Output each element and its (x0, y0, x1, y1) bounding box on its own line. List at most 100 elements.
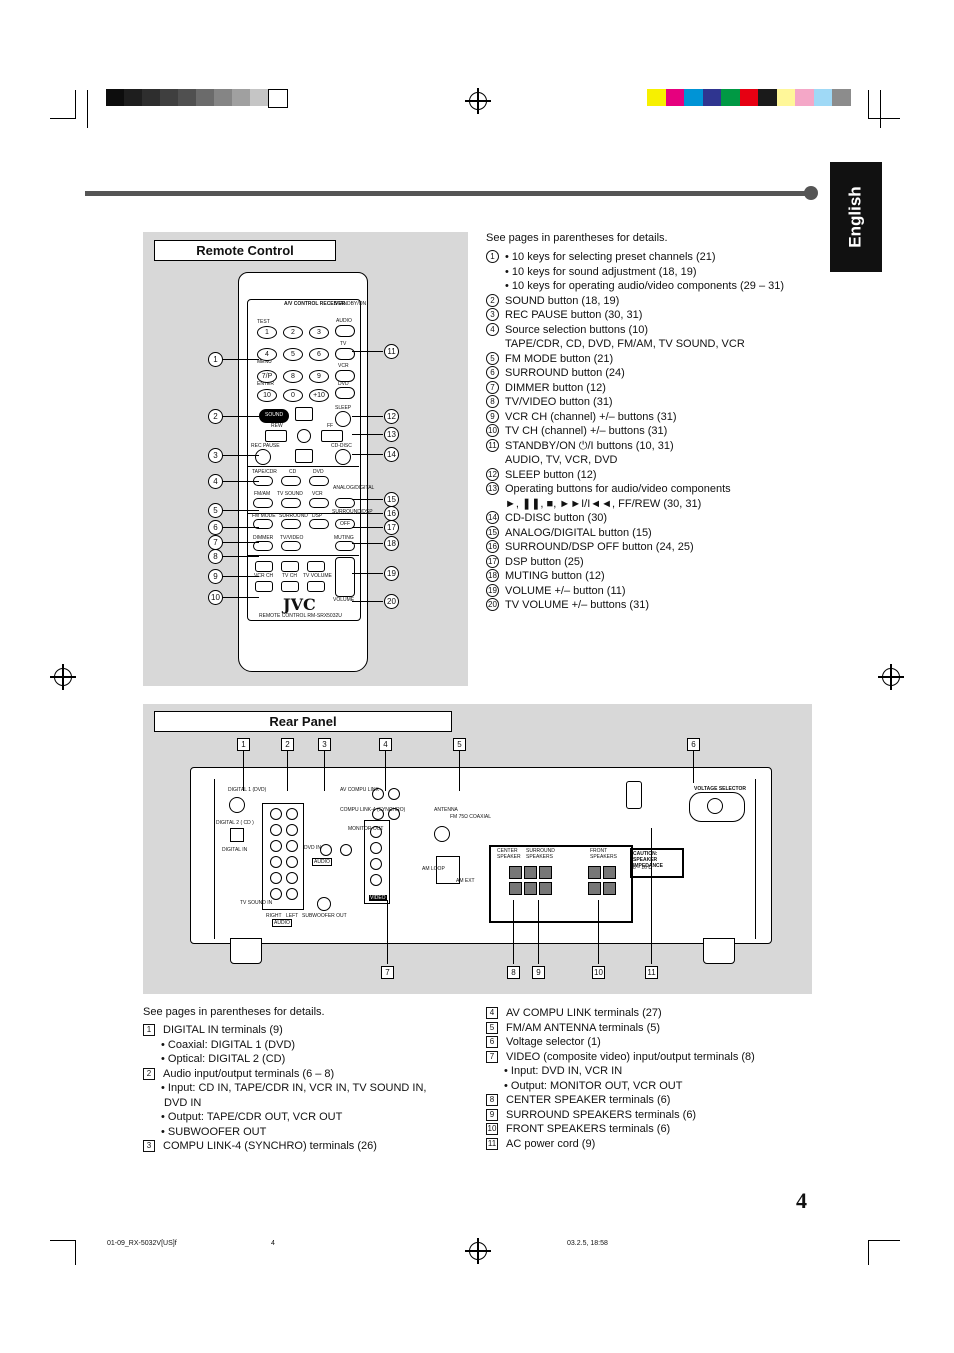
item-number: 6 (486, 1036, 498, 1048)
registration-mark-icon (878, 664, 904, 690)
item-text: TAPE/CDR, CD, DVD, FM/AM, TV SOUND, VCR (505, 338, 745, 350)
remote-number-key[interactable]: 3 (309, 326, 329, 339)
remote-callout: 17 (384, 520, 399, 535)
remote-volume-rocker[interactable] (335, 557, 355, 597)
remote-number-key[interactable]: 6 (309, 348, 329, 361)
remote-tv-volume-minus-button[interactable] (307, 581, 325, 592)
remote-menu-label: MENU (257, 359, 272, 365)
remote-tv-ch-plus-button[interactable] (281, 561, 299, 572)
remote-callout: 7 (208, 535, 223, 550)
remote-tv-video-button[interactable] (281, 541, 301, 551)
grayscale-swatch (142, 89, 160, 106)
remote-vcr-label: VCR (338, 363, 349, 369)
remote-number-key[interactable]: 0 (283, 389, 303, 402)
footer-stamp: 03.2.5, 18:58 (567, 1240, 608, 1247)
remote-rec-pause-button[interactable] (255, 449, 271, 465)
remote-number-key[interactable]: 10 (257, 389, 277, 402)
remote-number-key[interactable]: +10 (309, 389, 329, 402)
rca-jack (270, 856, 282, 868)
remote-number-key[interactable]: 1 (257, 326, 277, 339)
remote-fm-am-button[interactable] (253, 498, 273, 508)
rear-list-item: • Coaxial: DIGITAL 1 (DVD) (143, 1038, 295, 1052)
item-number: 2 (143, 1067, 155, 1080)
item-text: FM MODE button (21) (505, 352, 614, 365)
remote-number-key[interactable]: 8 (283, 370, 303, 383)
remote-cd-disc-button[interactable] (335, 449, 351, 465)
remote-pause-button[interactable] (297, 429, 311, 443)
rear-voltage-selector (689, 792, 745, 822)
item-number: 4 (486, 1007, 498, 1019)
remote-sound-button[interactable] (259, 409, 289, 423)
remote-callout: 16 (384, 506, 399, 521)
remote-channel-group (247, 555, 359, 598)
remote-analog-digital-button[interactable] (335, 498, 355, 508)
registration-mark-icon (465, 88, 491, 114)
remote-dsp-label: DSP (312, 513, 323, 519)
item-number: 7 (486, 380, 499, 394)
remote-rew-button[interactable] (265, 430, 287, 442)
rear-compu-link-jack (372, 808, 384, 820)
remote-rew-label: REW (271, 423, 283, 429)
speaker-terminal (524, 882, 537, 895)
remote-dvd-button[interactable] (335, 387, 355, 399)
remote-dimmer-button[interactable] (253, 541, 273, 551)
item-text: SLEEP button (12) (505, 468, 597, 481)
item-text: COMPU LINK-4 (SYNCHRO) terminals (26) (163, 1140, 377, 1152)
rear-video-block (364, 820, 390, 904)
remote-number-key[interactable]: 9 (309, 370, 329, 383)
video-jack (370, 826, 382, 838)
remote-audio-button[interactable] (335, 325, 355, 337)
item-number: 8 (486, 395, 499, 408)
remote-surround-button[interactable] (281, 519, 301, 529)
remote-play-button[interactable] (295, 407, 313, 421)
remote-number-key[interactable]: 5 (283, 348, 303, 361)
remote-number-key[interactable]: 7/P (257, 370, 277, 383)
remote-vcr-source-button[interactable] (309, 498, 329, 508)
speaker-terminal (603, 866, 616, 879)
callout-leader (223, 556, 259, 557)
remote-vcr-ch-plus-button[interactable] (255, 561, 273, 572)
rear-av-compu-link-jack (388, 788, 400, 800)
item-number: 9 (486, 409, 499, 423)
remote-vcr-ch-minus-button[interactable] (255, 581, 273, 592)
item-text: ►, ❚❚, ■, ►►I/I◄◄, FF/REW (30, 31) (505, 497, 702, 510)
item-number: 5 (486, 1021, 498, 1034)
grayscale-swatch (196, 89, 214, 106)
remote-number-key[interactable]: 2 (283, 326, 303, 339)
rear-callout: 1 (237, 738, 250, 751)
rear-voltage-knob (707, 798, 723, 814)
item-text: • Input: CD IN, TAPE/CDR IN, VCR IN, TV … (161, 1082, 427, 1094)
remote-control-drawing: A/V CONTROL RECEIVER STANDBY/ON TEST MEN… (238, 272, 374, 672)
item-text: DIGITAL IN terminals (9) (163, 1024, 283, 1036)
remote-dvd-source-button[interactable] (309, 476, 329, 486)
remote-dsp-off-button[interactable] (335, 519, 355, 529)
remote-fm-mode-button[interactable] (253, 519, 273, 529)
remote-tv-sound-button[interactable] (281, 498, 301, 508)
remote-dsp-button[interactable] (309, 519, 329, 529)
item-text: FM/AM ANTENNA terminals (5) (506, 1021, 661, 1034)
item-text: • 10 keys for operating audio/video comp… (505, 280, 785, 292)
remote-tv-volume-plus-button[interactable] (307, 561, 325, 572)
item-text: AC power cord (9) (506, 1137, 596, 1150)
remote-ff-button[interactable] (321, 430, 343, 442)
remote-sleep-button[interactable] (335, 411, 351, 427)
item-text: FRONT SPEAKERS terminals (6) (506, 1123, 671, 1135)
remote-muting-button[interactable] (335, 541, 355, 551)
remote-number-key[interactable]: 4 (257, 348, 277, 361)
remote-tv-ch-minus-button[interactable] (281, 581, 299, 592)
item-number: 20 (486, 598, 499, 611)
remote-cd-button[interactable] (281, 476, 301, 486)
remote-vcr-button[interactable] (335, 370, 355, 382)
item-text: AUDIO, TV, VCR, DVD (505, 454, 618, 466)
rca-jack (286, 856, 298, 868)
color-swatch (684, 89, 703, 106)
remote-stop-button[interactable] (295, 449, 313, 463)
item-number: 8 (486, 1094, 498, 1106)
remote-callout: 12 (384, 409, 399, 424)
remote-tv-button[interactable] (335, 348, 355, 360)
